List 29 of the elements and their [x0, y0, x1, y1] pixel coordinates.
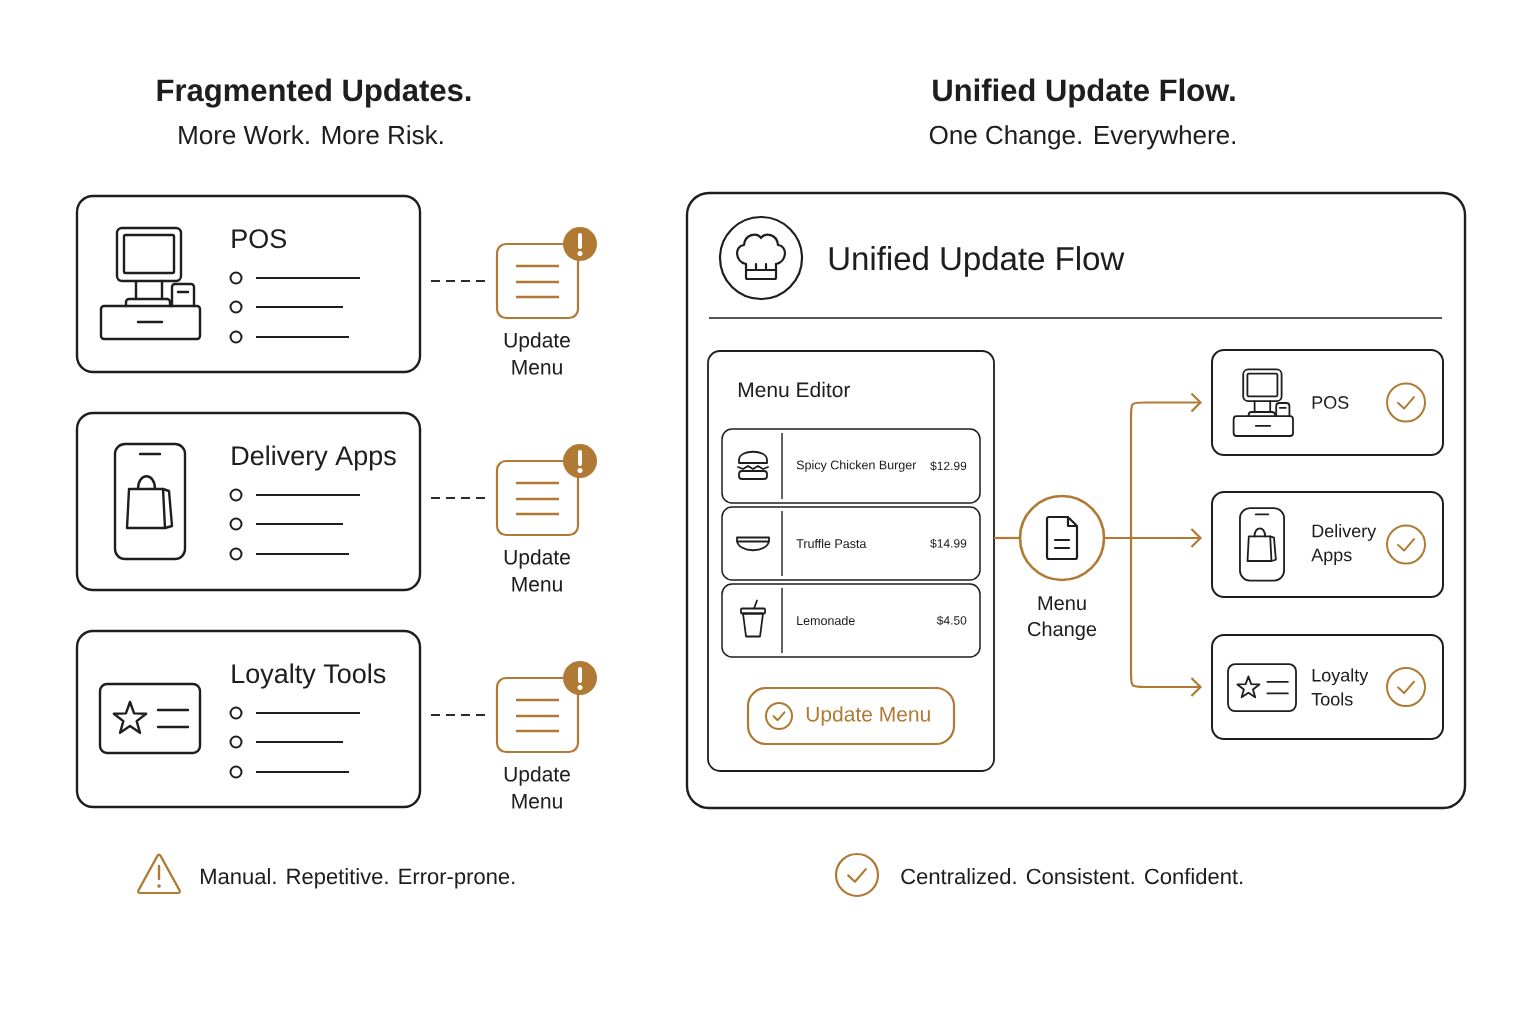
card-box: Loyalty Tools: [75, 629, 422, 809]
column-heading: Unified Update Flow.: [933, 78, 1235, 108]
node-label: $14.99: [930, 538, 967, 549]
node-label: $4.50: [936, 615, 967, 626]
column-heading: Fragmented Updates.: [157, 78, 471, 108]
arrow: [1104, 536, 1202, 697]
menu-item-row: Truffle Pasta $14.99: [721, 506, 981, 581]
summary-text: Manual. Repetitive. Error-prone.: [201, 868, 515, 889]
target-box: Loyalty Tools: [1211, 634, 1444, 740]
icon-label: Update Menu: [504, 549, 570, 592]
dashed-line: [431, 713, 486, 717]
target-box: POS: [1211, 349, 1444, 456]
dashed-line: [431, 496, 486, 500]
menu-item-row: Spicy Chicken Burger $12.99: [721, 428, 981, 504]
update-button: Update Menu: [746, 686, 956, 746]
card-box: POS: [75, 194, 422, 374]
dashed-line: [431, 279, 486, 283]
subheading: One Change. Everywhere.: [929, 125, 1235, 150]
node-label: Menu Change: [1028, 596, 1097, 641]
node-label: Truffle Pasta: [796, 538, 867, 549]
target-box: Delivery Apps: [1211, 491, 1444, 598]
menu-item-row: Lemonade $4.50: [721, 583, 981, 658]
icon-label: Update Menu: [504, 766, 570, 809]
summary-text: Centralized. Consistent. Confident.: [901, 868, 1243, 885]
card-box: Delivery Apps: [75, 411, 422, 592]
connector-line: [994, 536, 1020, 540]
subheading: More Work. More Risk.: [179, 125, 443, 145]
icon-label: Update Menu: [504, 332, 570, 375]
node-label: Lemonade: [797, 615, 855, 626]
